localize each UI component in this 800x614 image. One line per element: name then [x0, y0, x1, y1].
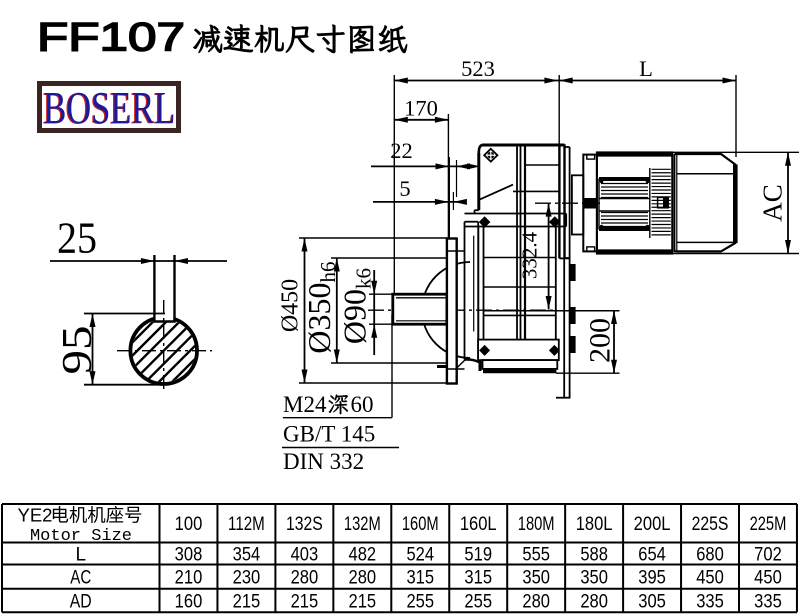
svg-text:25: 25	[57, 214, 97, 263]
svg-text:215: 215	[291, 592, 319, 613]
svg-text:523: 523	[461, 56, 495, 81]
svg-text:AC: AC	[758, 184, 788, 222]
svg-text:170: 170	[404, 96, 438, 121]
svg-text:332.4: 332.4	[518, 231, 542, 279]
svg-text:112M: 112M	[228, 514, 265, 535]
svg-text:335: 335	[696, 592, 724, 613]
svg-text:308: 308	[175, 545, 203, 566]
svg-text:160: 160	[175, 592, 203, 613]
svg-text:AC: AC	[70, 568, 91, 589]
svg-text:Ø450: Ø450	[278, 279, 304, 332]
svg-text:280: 280	[291, 568, 319, 589]
svg-text:200: 200	[584, 318, 617, 363]
svg-text:BOSERL: BOSERL	[42, 83, 174, 134]
svg-text:702: 702	[754, 545, 782, 566]
svg-text:160M: 160M	[402, 514, 439, 535]
svg-text:5: 5	[399, 176, 410, 201]
svg-text:654: 654	[638, 545, 666, 566]
svg-text:60: 60	[351, 392, 374, 417]
svg-text:225M: 225M	[750, 514, 787, 535]
svg-text:Ø90k6: Ø90k6	[337, 268, 376, 344]
svg-text:160L: 160L	[460, 514, 497, 535]
svg-text:Motor Size: Motor Size	[30, 527, 132, 546]
svg-text:L: L	[639, 56, 653, 81]
svg-text:354: 354	[233, 545, 261, 566]
svg-text:FF107: FF107	[37, 16, 185, 60]
svg-text:524: 524	[406, 545, 434, 566]
svg-text:YE2: YE2	[18, 505, 53, 526]
svg-text:588: 588	[580, 545, 608, 566]
svg-text:395: 395	[638, 568, 666, 589]
svg-text:255: 255	[406, 592, 434, 613]
svg-text:519: 519	[464, 545, 492, 566]
svg-text:100: 100	[175, 514, 203, 535]
svg-text:350: 350	[580, 568, 608, 589]
svg-text:403: 403	[291, 545, 319, 566]
svg-text:225S: 225S	[692, 514, 729, 535]
svg-text:315: 315	[464, 568, 492, 589]
svg-text:450: 450	[696, 568, 724, 589]
svg-text:450: 450	[754, 568, 782, 589]
svg-text:230: 230	[233, 568, 261, 589]
svg-text:22: 22	[390, 138, 413, 163]
svg-text:215: 215	[349, 592, 377, 613]
svg-text:132M: 132M	[344, 514, 381, 535]
svg-text:200L: 200L	[634, 514, 671, 535]
svg-text:180L: 180L	[576, 514, 613, 535]
svg-text:215: 215	[233, 592, 261, 613]
svg-text:280: 280	[580, 592, 608, 613]
svg-text:210: 210	[175, 568, 203, 589]
svg-text:555: 555	[522, 545, 550, 566]
svg-text:680: 680	[696, 545, 724, 566]
svg-text:95: 95	[55, 326, 101, 375]
svg-text:335: 335	[754, 592, 782, 613]
svg-text:M24: M24	[283, 392, 327, 417]
svg-text:AD: AD	[70, 592, 92, 613]
svg-text:315: 315	[406, 568, 434, 589]
svg-text:305: 305	[638, 592, 666, 613]
svg-text:GB/T 145: GB/T 145	[283, 422, 375, 447]
svg-text:482: 482	[349, 545, 377, 566]
svg-text:132S: 132S	[286, 514, 323, 535]
svg-text:BOSERL: BOSERL	[43, 82, 175, 133]
svg-text:180M: 180M	[518, 514, 555, 535]
svg-text:L: L	[75, 545, 86, 566]
svg-text:255: 255	[464, 592, 492, 613]
svg-text:280: 280	[522, 592, 550, 613]
svg-text:280: 280	[349, 568, 377, 589]
svg-text:Ø350h6: Ø350h6	[301, 261, 340, 353]
svg-text:DIN 332: DIN 332	[283, 449, 364, 474]
svg-text:350: 350	[522, 568, 550, 589]
